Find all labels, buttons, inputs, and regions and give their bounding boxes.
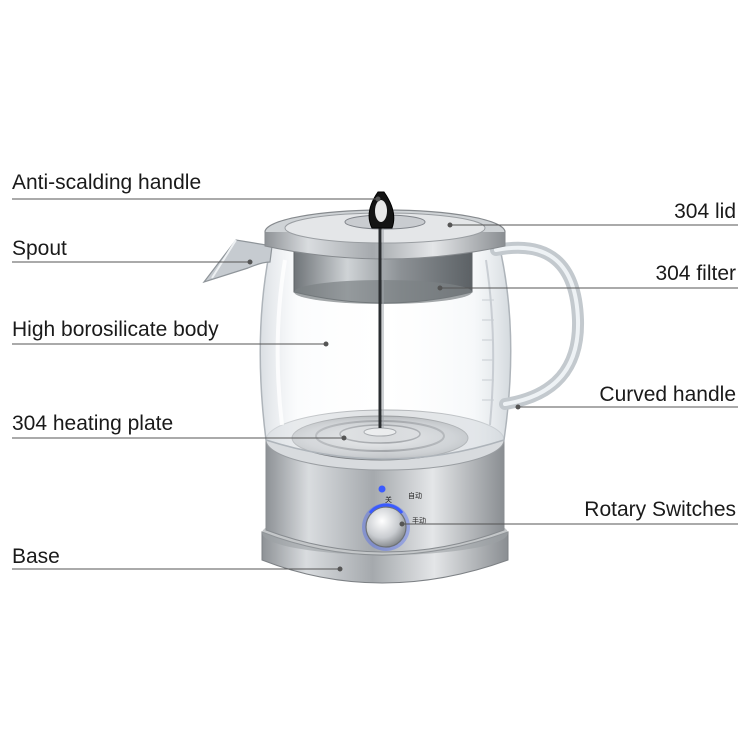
curved-handle bbox=[490, 241, 585, 410]
lid bbox=[264, 209, 506, 260]
knob-mark-off: 关 bbox=[385, 495, 392, 504]
label-filter: 304 filter bbox=[655, 262, 736, 285]
label-heating-plate: 304 heating plate bbox=[12, 412, 174, 435]
label-spout: Spout bbox=[12, 237, 67, 260]
label-rotary-switches: Rotary Switches bbox=[584, 498, 736, 521]
label-lid: 304 lid bbox=[674, 200, 736, 223]
anti-scalding-handle bbox=[368, 191, 395, 229]
label-curved-handle: Curved handle bbox=[599, 383, 736, 406]
label-base: Base bbox=[12, 545, 60, 568]
leader-lines bbox=[12, 196, 738, 572]
indicator-light bbox=[378, 485, 386, 493]
plunger-rod bbox=[378, 214, 384, 428]
knob-mark-auto: 自动 bbox=[408, 491, 422, 500]
label-anti-scalding-handle: Anti-scalding handle bbox=[12, 171, 202, 194]
label-body: High borosilicate body bbox=[12, 318, 219, 341]
spout bbox=[202, 239, 273, 284]
knob-mark-manual: 手动 bbox=[412, 516, 426, 525]
rotary-switch: 关 自动 手动 bbox=[362, 485, 426, 551]
